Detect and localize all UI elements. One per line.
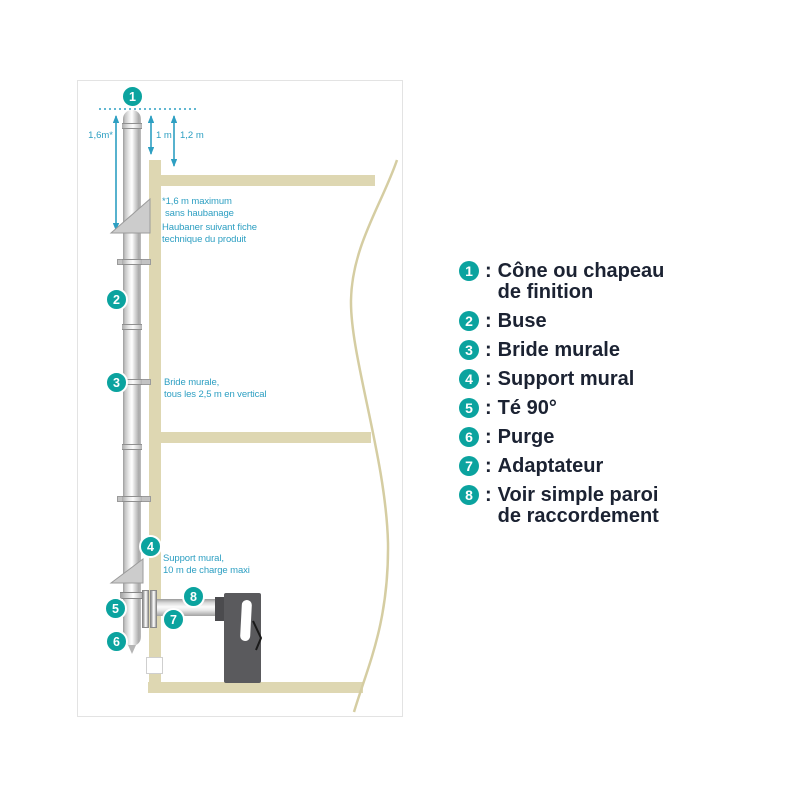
legend-badge-5: 5 <box>459 398 479 418</box>
legend-badge-4: 4 <box>459 369 479 389</box>
legend-colon: : <box>485 455 492 477</box>
note-bride: Bride murale, tous les 2,5 m en vertical <box>164 377 267 400</box>
note-line: *1,6 m maximum <box>162 196 232 207</box>
note-line: technique du produit <box>162 233 247 245</box>
legend-item-1: 1 : Cône ou chapeau de finition <box>459 261 694 303</box>
legend-colon: : <box>485 339 492 361</box>
legend-item-7: 7 : Adaptateur <box>459 456 694 477</box>
note-line: Support mural, <box>163 553 224 564</box>
marker-2: 2 <box>105 288 128 311</box>
legend-item-5: 5 : Té 90° <box>459 398 694 419</box>
roof-strip <box>161 175 375 186</box>
dim-label-16m: 1,6m* <box>88 130 113 141</box>
legend-colon: : <box>485 368 492 390</box>
floor-strip-lower <box>148 682 363 693</box>
marker-8: 8 <box>182 585 205 608</box>
legend-label: Voir simple paroi de raccordement <box>497 484 659 527</box>
legend-label: Support mural <box>497 368 635 390</box>
pipe-joint <box>122 123 142 129</box>
note-haubanage: *1,6 m maximum sans haubanage Haubaner s… <box>162 196 257 245</box>
legend-colon: : <box>485 426 492 448</box>
tee-flange <box>120 592 144 599</box>
legend-label: Té 90° <box>497 397 557 419</box>
wall-opening <box>146 657 163 674</box>
dim-label-1m: 1 m <box>156 130 172 141</box>
legend-label: Bride murale <box>497 339 620 361</box>
legend-label: Purge <box>497 426 555 448</box>
legend-badge-3: 3 <box>459 340 479 360</box>
legend-colon: : <box>485 260 492 282</box>
marker-5: 5 <box>104 597 127 620</box>
pipe-flange-plate <box>150 590 157 628</box>
legend-badge-2: 2 <box>459 311 479 331</box>
legend-item-8: 8 : Voir simple paroi de raccordement <box>459 485 694 527</box>
legend-badge-8: 8 <box>459 485 479 505</box>
marker-1: 1 <box>121 85 144 108</box>
pipe-joint <box>122 444 142 450</box>
legend: 1 : Cône ou chapeau de finition 2 : Buse… <box>459 261 694 535</box>
pipe-flange-plate <box>142 590 149 628</box>
note-line: Bride murale, <box>164 377 220 388</box>
pipe-joint <box>122 379 142 385</box>
marker-6: 6 <box>105 630 128 653</box>
legend-label: Buse <box>497 310 547 332</box>
pipe-joint <box>122 259 142 265</box>
legend-item-2: 2 : Buse <box>459 311 694 332</box>
dim-label-12m: 1,2 m <box>180 130 204 141</box>
chimney-pipe <box>123 110 141 630</box>
marker-4: 4 <box>139 535 162 558</box>
legend-item-4: 4 : Support mural <box>459 369 694 390</box>
legend-colon: : <box>485 484 492 506</box>
note-line: sans haubanage <box>165 207 234 219</box>
legend-item-6: 6 : Purge <box>459 427 694 448</box>
legend-label: Adaptateur <box>497 455 604 477</box>
legend-label: Cône ou chapeau de finition <box>497 260 665 303</box>
stove-collar <box>215 597 225 621</box>
floor-strip-upper <box>161 432 371 443</box>
legend-item-3: 3 : Bride murale <box>459 340 694 361</box>
legend-badge-6: 6 <box>459 427 479 447</box>
legend-badge-7: 7 <box>459 456 479 476</box>
pipe-joint <box>122 324 142 330</box>
note-support: Support mural, 10 m de charge maxi <box>163 553 250 576</box>
marker-3: 3 <box>105 371 128 394</box>
note-line: 10 m de charge maxi <box>163 564 250 576</box>
note-line: tous les 2,5 m en vertical <box>164 388 267 400</box>
stove-window <box>239 599 253 642</box>
pipe-joint <box>122 496 142 502</box>
legend-colon: : <box>485 397 492 419</box>
marker-7: 7 <box>162 608 185 631</box>
legend-colon: : <box>485 310 492 332</box>
note-line: Haubaner suivant fiche <box>162 222 257 233</box>
legend-badge-1: 1 <box>459 261 479 281</box>
